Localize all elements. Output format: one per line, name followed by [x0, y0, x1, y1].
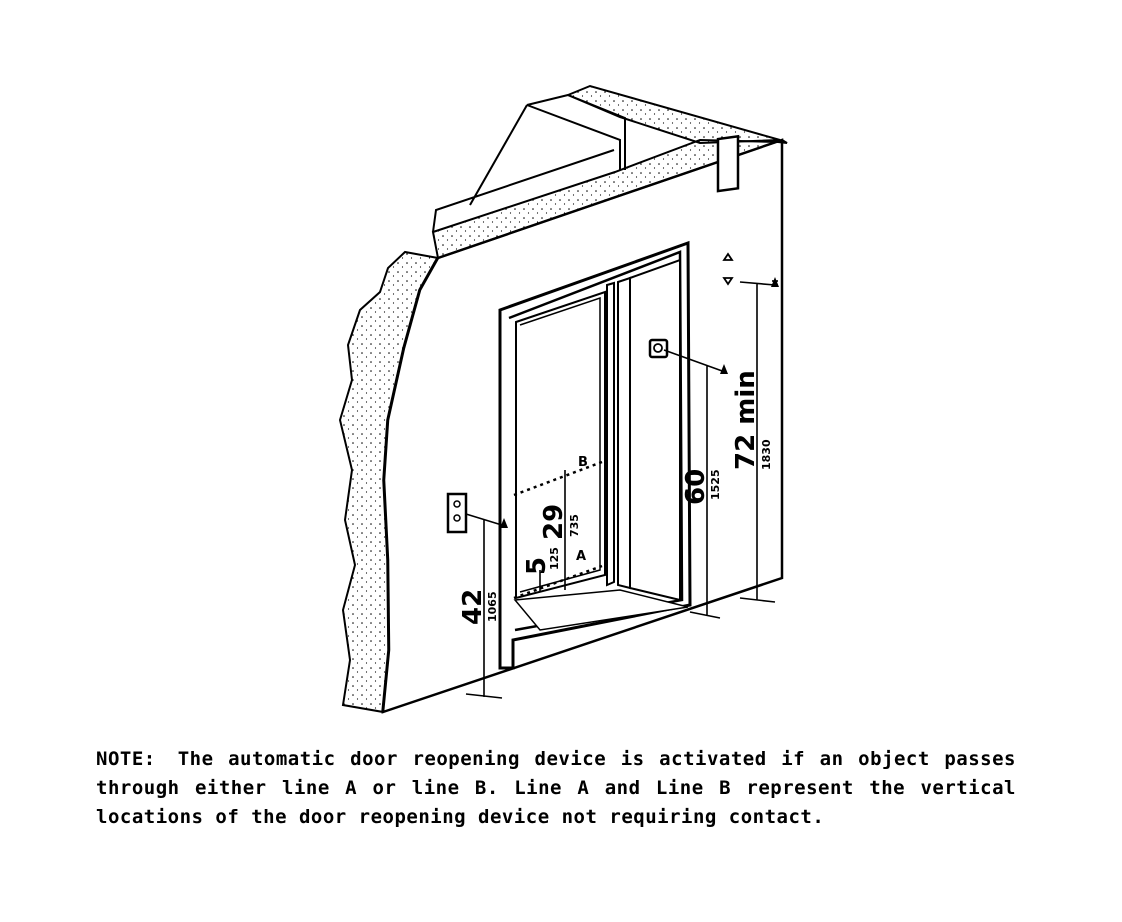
dim-29-mm-label: 735 — [568, 514, 581, 537]
line-a-label: A — [576, 549, 586, 564]
car-control-panel — [446, 492, 468, 534]
line-b-label: B — [578, 455, 588, 470]
note-text: The automatic door reopening device is a… — [96, 748, 1016, 828]
dim-72-mm-label: 1830 — [760, 439, 773, 470]
dim-42-mm-label: 1065 — [486, 591, 499, 622]
upper-wall-lines — [432, 94, 626, 233]
dim-5-label: 5 — [522, 557, 552, 575]
upper-wall-corner — [565, 84, 781, 145]
note: NOTE:The automatic door reopening device… — [96, 745, 1016, 832]
line-a — [513, 564, 603, 600]
dim-60-label: 60 — [681, 469, 711, 505]
dim-5-mm-label: 125 — [548, 547, 561, 570]
dim-42-label: 42 — [458, 589, 488, 625]
wall-top-slab — [431, 138, 788, 260]
dim-72-label: 72 min — [731, 370, 761, 470]
dimension-markers — [500, 277, 779, 528]
hall-call-button — [648, 338, 669, 359]
note-label: NOTE: — [96, 748, 156, 770]
dim-60-mm-label: 1525 — [709, 469, 722, 500]
hall-lantern — [716, 134, 740, 286]
line-b — [513, 460, 603, 497]
dim-29-label: 29 — [539, 504, 569, 540]
